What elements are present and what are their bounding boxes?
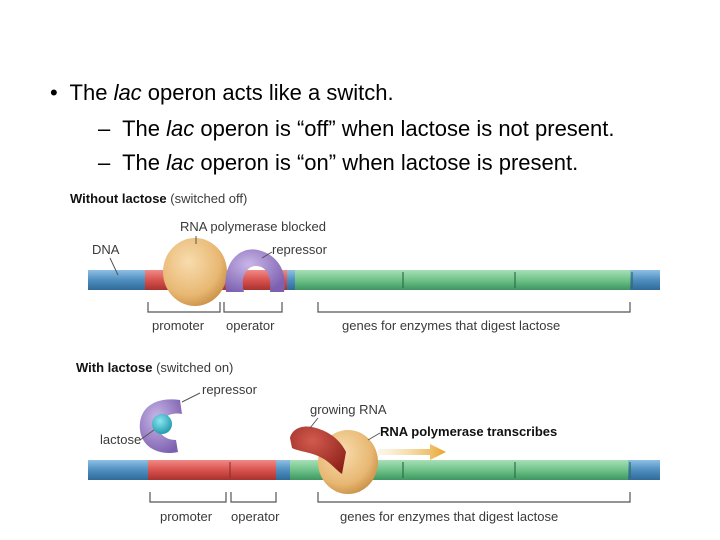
bottom-title-bold: With lactose — [76, 360, 152, 375]
genes-bracket — [317, 492, 631, 503]
operator-bracket — [230, 492, 277, 503]
operator-label-bottom: operator — [231, 509, 280, 524]
sub-bullet-marker: – — [98, 116, 111, 141]
bullet-marker: • — [50, 80, 58, 105]
rna-pol-transcribes-label: RNA polymerase transcribes — [380, 424, 557, 439]
promoter-label-bottom: promoter — [160, 509, 213, 524]
promoter-label-top: promoter — [152, 318, 205, 333]
bullet-italic: lac — [166, 116, 195, 141]
bullet-prefix: The — [122, 116, 167, 141]
genes-segment — [295, 270, 632, 290]
pointer-line — [139, 429, 155, 441]
pointer-line — [367, 432, 381, 441]
lactose-molecule — [152, 414, 172, 434]
bottom-panel-title: With lactose (switched on) — [76, 360, 233, 375]
transcription-arrow — [378, 444, 446, 460]
bullet-sub-off: – The lac operon is “off” when lactose i… — [98, 116, 615, 142]
sub-bullet-marker: – — [98, 150, 111, 175]
rna-polymerase-top — [163, 238, 227, 306]
operator-segment — [228, 460, 278, 480]
repressor-bottom-label: repressor — [202, 382, 258, 397]
pointer-line — [261, 251, 273, 259]
repressor-top — [225, 249, 285, 292]
top-title-bold: Without lactose — [70, 191, 167, 206]
genes-label-top: genes for enzymes that digest lactose — [342, 318, 560, 333]
top-title-rest: (switched off) — [167, 191, 248, 206]
repressor-top-label: repressor — [272, 242, 328, 257]
bullet-prefix: The — [69, 80, 114, 105]
repressor-bottom — [139, 399, 182, 454]
bullet-prefix: The — [122, 150, 167, 175]
bullet-list: • The lac operon acts like a switch. – T… — [0, 0, 720, 190]
operator-bracket — [223, 302, 283, 313]
dna-segment — [88, 460, 150, 480]
bullet-italic: lac — [166, 150, 195, 175]
dna-segment — [88, 270, 148, 290]
promoter-bracket — [149, 492, 227, 503]
bullet-suffix: operon is “off” when lactose is not pres… — [194, 116, 615, 141]
promoter-segment — [148, 460, 230, 480]
bullet-sub-on: – The lac operon is “on” when lactose is… — [98, 150, 578, 176]
dna-segment — [276, 460, 292, 480]
genes-label-bottom: genes for enzymes that digest lactose — [340, 509, 558, 524]
top-panel-title: Without lactose (switched off) — [70, 191, 247, 206]
dna-label: DNA — [92, 242, 120, 257]
pointer-line — [109, 257, 119, 276]
bullet-suffix: operon is “on” when lactose is present. — [194, 150, 579, 175]
pointer-line — [309, 417, 319, 429]
lactose-label: lactose — [100, 432, 141, 447]
bullet-italic: lac — [113, 80, 142, 105]
growing-rna — [290, 426, 346, 474]
promoter-bracket — [147, 302, 221, 313]
bottom-title-rest: (switched on) — [152, 360, 233, 375]
growing-rna-label: growing RNA — [310, 402, 387, 417]
pointer-line — [181, 392, 201, 403]
genes-bracket — [317, 302, 631, 313]
dna-segment — [287, 270, 297, 290]
operator-label-top: operator — [226, 318, 275, 333]
rna-pol-blocked-label: RNA polymerase blocked — [180, 219, 326, 234]
bullet-main: • The lac operon acts like a switch. — [50, 80, 394, 106]
bullet-suffix: operon acts like a switch. — [141, 80, 394, 105]
dna-segment — [628, 460, 660, 480]
dna-segment — [630, 270, 660, 290]
